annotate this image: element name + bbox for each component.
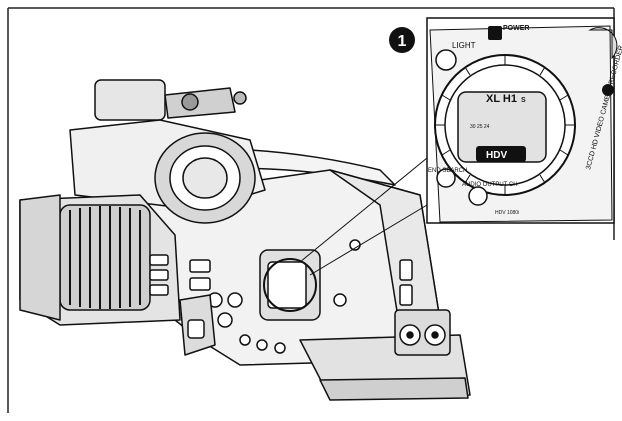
model-name: XL H1 (486, 93, 517, 105)
light-label: LIGHT (452, 41, 476, 50)
audio-output-label: AUDIO OUTPUT CH (462, 182, 518, 188)
lcd-frame-rates: 30 25 24 (470, 124, 490, 130)
callout-number: 1 (398, 33, 407, 50)
camera-body (19, 79, 471, 401)
callout-badge: 1 (389, 27, 415, 53)
callout-pointer-lower (309, 204, 428, 276)
model-suffix: S (521, 97, 526, 104)
power-label: POWER (503, 25, 529, 32)
lcd-detail-inset: LIGHT POWER XL H1 S 30 25 24 HDV END SEA… (426, 17, 622, 224)
hdv-logo: HDV (486, 150, 507, 161)
end-search-label: END SEARCH (428, 168, 467, 174)
hdv-small-label: HDV 1080i (495, 210, 519, 216)
callout-pointer-upper (299, 157, 428, 263)
